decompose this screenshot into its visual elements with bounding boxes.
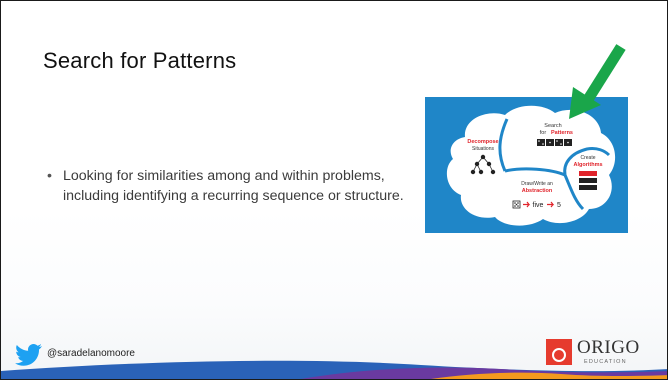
figure-decompose-line2: Situations xyxy=(472,146,494,152)
origo-logo-word: ORIGO xyxy=(577,337,640,358)
slide-title: Search for Patterns xyxy=(43,48,237,73)
tree-diagram-icon xyxy=(470,154,496,175)
origo-logo-mark-icon xyxy=(546,339,572,365)
bullet-item: • Looking for similarities among and wit… xyxy=(47,166,407,206)
brain-diagram-image: Search for Patterns Decompose Situations xyxy=(425,97,628,233)
figure-create-line1: Create xyxy=(580,155,595,161)
origo-logo-sub: EDUCATION xyxy=(584,359,627,365)
bullet-dot-icon: • xyxy=(47,168,52,184)
pattern-dice-icon xyxy=(537,139,572,146)
figure-draw-number: 5 xyxy=(557,202,561,209)
twitter-bird-icon xyxy=(15,344,42,366)
green-arrow-icon xyxy=(569,44,626,119)
origo-logo: ORIGO EDUCATION xyxy=(546,336,646,370)
figure-search-line2: for xyxy=(540,130,547,136)
footer-swoosh xyxy=(1,360,667,379)
algorithm-steps-icon xyxy=(579,171,597,190)
abstraction-sequence-icon xyxy=(512,200,555,209)
bullet-list: • Looking for similarities among and wit… xyxy=(47,166,407,206)
twitter-handle: @saradelanomoore xyxy=(47,348,135,359)
figure-draw-emphasis: Abstraction xyxy=(522,188,553,194)
figure-create-emphasis: Algorithms xyxy=(573,162,602,168)
brain-fold-3 xyxy=(563,147,611,176)
figure-draw-line1: Draw/Write an xyxy=(521,181,553,187)
brain-fold-2 xyxy=(504,167,566,177)
bullet-text: Looking for similarities among and withi… xyxy=(63,168,404,204)
brain-fold-1 xyxy=(498,118,509,172)
figure-decompose-line1: Decompose xyxy=(467,139,498,145)
figure-search-emphasis: Patterns xyxy=(551,130,573,136)
figure-draw-word: five xyxy=(533,202,544,209)
brain-fold-4 xyxy=(563,174,585,211)
figure-search-line1: Search xyxy=(544,123,561,129)
